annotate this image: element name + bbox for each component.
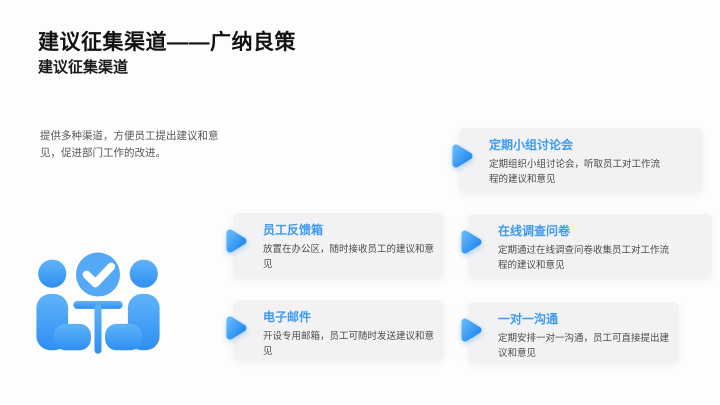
meeting-discussion-icon [32, 246, 164, 370]
slide-header: 建议征集渠道——广纳良策 建议征集渠道 [38, 30, 296, 77]
arrow-right-icon [219, 225, 251, 257]
card-group-discussion: 定期小组讨论会 定期组织小组讨论会，听取员工对工作流程的建议和意见 [452, 128, 703, 192]
card-title: 定期小组讨论会 [489, 138, 574, 152]
card-title: 在线调查问卷 [498, 224, 571, 238]
card-desc: 放置在办公区，随时接收员工的建议和意见 [263, 244, 435, 270]
page-subtitle: 建议征集渠道 [38, 59, 129, 76]
arrow-right-icon [445, 140, 477, 172]
arrow-right-icon [454, 314, 486, 346]
card-title: 电子邮件 [263, 310, 312, 324]
intro-text: 提供多种渠道，方便员工提出建议和意见，促进部门工作的改进。 [40, 130, 219, 159]
card-desc: 定期组织小组讨论会，听取员工对工作流程的建议和意见 [489, 159, 661, 185]
card-title: 一对一沟通 [498, 312, 559, 326]
card-desc: 开设专用邮箱，员工可随时发送建议和意见 [263, 331, 435, 357]
card-online-survey: 在线调查问卷 定期通过在线调查问卷收集员工对工作流程的建议和意见 [461, 214, 712, 278]
card-email: 电子邮件 开设专用邮箱，员工可随时发送建议和意见 [226, 300, 444, 360]
page-title: 建议征集渠道——广纳良策 [38, 31, 296, 54]
card-desc: 定期通过在线调查问卷收集员工对工作流程的建议和意见 [498, 245, 670, 271]
card-feedback-box: 员工反馈箱 放置在办公区，随时接收员工的建议和意见 [226, 213, 444, 278]
arrow-right-icon [454, 226, 486, 258]
card-one-on-one: 一对一沟通 定期安排一对一沟通，员工可直接提出建议和意见 [461, 302, 679, 363]
card-title: 员工反馈箱 [263, 223, 324, 237]
card-desc: 定期安排一对一沟通，员工可直接提出建议和意见 [498, 333, 670, 359]
arrow-right-icon [219, 312, 251, 344]
